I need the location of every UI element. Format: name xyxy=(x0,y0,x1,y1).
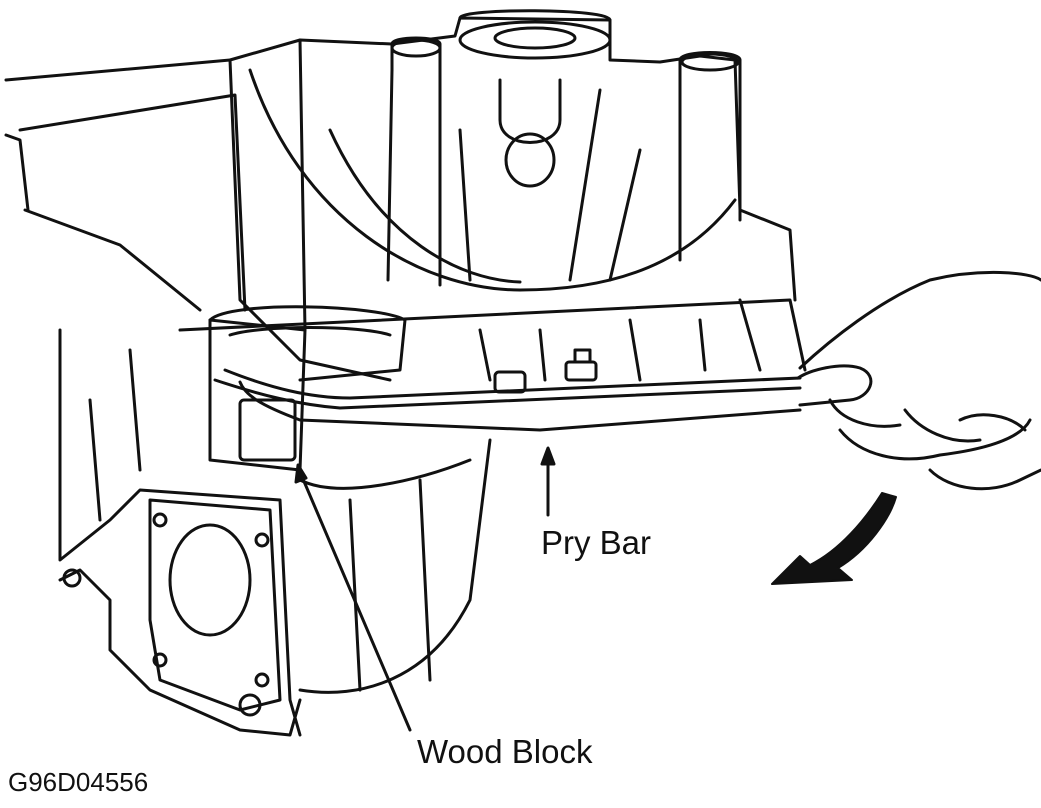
hand xyxy=(798,272,1041,488)
wood-block-label: Wood Block xyxy=(417,733,593,770)
pry-bar-label: Pry Bar xyxy=(541,524,652,561)
pry-bar xyxy=(215,370,800,430)
figure-code: G96D04556 xyxy=(8,767,149,797)
curved-arrow-icon xyxy=(772,493,896,584)
transmission-case xyxy=(6,11,805,735)
leader-lines xyxy=(296,448,554,730)
